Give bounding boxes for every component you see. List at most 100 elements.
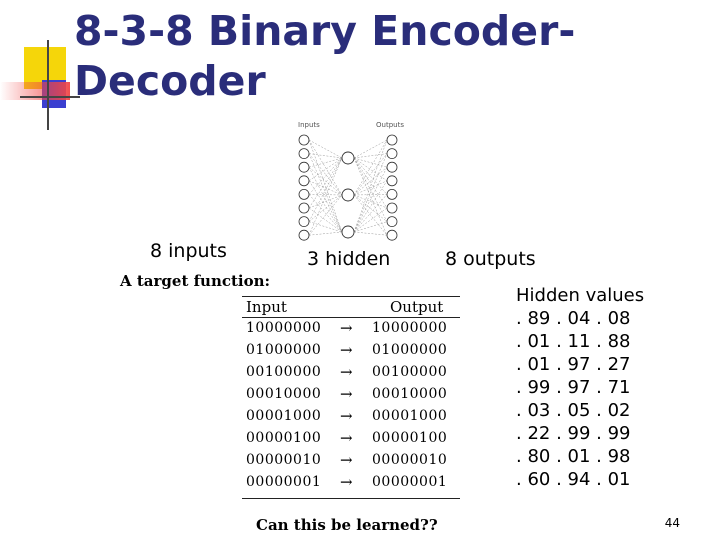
input-cell: 00001000 — [246, 408, 322, 424]
input-cell: 10000000 — [246, 320, 322, 336]
arrow-cell: → — [340, 451, 354, 469]
table-row: 00000010→00000010 — [240, 451, 462, 472]
edge-hidden-output — [353, 194, 388, 196]
edge-hidden-output — [353, 153, 388, 233]
input-cell: 00000100 — [246, 430, 322, 446]
outputs-header: Outputs — [376, 121, 404, 129]
edge-hidden-output — [353, 153, 388, 196]
hidden-values-row: . 01 . 97 . 27 — [516, 354, 631, 375]
edge-input-hidden — [308, 153, 343, 196]
edge-input-hidden — [308, 194, 343, 196]
edge-hidden-output — [353, 167, 388, 233]
input-node — [298, 202, 310, 214]
question-text: Can this be learned?? — [256, 516, 438, 534]
edge-hidden-output — [353, 194, 388, 233]
arrow-cell: → — [340, 385, 354, 403]
edge-input-hidden — [308, 157, 343, 168]
decor-red-bar — [0, 82, 70, 100]
arrow-cell: → — [340, 341, 354, 359]
edge-input-hidden — [308, 180, 343, 233]
output-node — [386, 229, 398, 241]
table-bottom-rule — [242, 498, 460, 499]
input-node — [298, 189, 310, 200]
target-function-heading: A target function: — [120, 272, 271, 290]
table-row: 00000100 → 00000100 — [240, 429, 462, 450]
arrow-cell: → — [340, 319, 354, 337]
edge-input-hidden — [308, 167, 343, 233]
table-row: 00000001→00000001 — [240, 473, 462, 494]
input-node — [298, 216, 310, 227]
edge-input-hidden — [308, 221, 343, 233]
table-row: 10000000 → 10000000 — [240, 319, 462, 340]
edge-hidden-output — [353, 153, 388, 159]
edge-input-hidden — [308, 139, 343, 233]
edge-input-hidden — [308, 153, 343, 233]
edge-hidden-output — [353, 157, 388, 209]
title-line-1: 8-3-8 Binary Encoder- — [74, 7, 576, 55]
page-title: 8-3-8 Binary Encoder- Decoder — [74, 6, 674, 106]
decor-horizontal-line — [20, 96, 80, 98]
edge-input-hidden — [308, 157, 343, 182]
table-row: 01000000 → 01000000 — [240, 341, 462, 362]
arrow-cell: → — [340, 473, 354, 491]
hidden-values-row: . 22 . 99 . 99 — [516, 423, 631, 444]
output-cell: 00000100 — [372, 430, 448, 446]
output-node — [386, 134, 398, 146]
input-node — [298, 175, 310, 187]
hidden-values-heading: Hidden values — [516, 285, 645, 306]
edge-input-hidden — [308, 157, 343, 236]
edge-hidden-output — [353, 139, 388, 159]
input-node — [298, 134, 310, 146]
edge-input-hidden — [308, 157, 343, 209]
inputs-header: Inputs — [298, 121, 320, 129]
input-cell: 00010000 — [246, 386, 322, 402]
edge-hidden-output — [353, 180, 388, 233]
output-node — [386, 189, 398, 200]
input-node — [298, 229, 310, 241]
table-row: 00010000→00010000 — [240, 385, 462, 406]
output-node — [386, 175, 398, 187]
arrow-cell: → — [340, 363, 354, 381]
hidden-values-row: . 01 . 11 . 88 — [516, 331, 631, 352]
input-cell: 01000000 — [246, 342, 322, 358]
inputs-label: 8 inputs — [150, 240, 227, 262]
input-node — [298, 161, 310, 173]
output-cell: 01000000 — [372, 342, 448, 358]
edge-hidden-output — [353, 231, 388, 236]
edge-input-hidden — [308, 194, 343, 236]
network-nodes — [298, 134, 398, 241]
table-row: 00100000→00100000 — [240, 363, 462, 384]
column-input-header: Input — [246, 298, 287, 316]
edge-input-hidden — [308, 167, 343, 196]
output-cell: 10000000 — [372, 320, 448, 336]
hidden-values-row: . 89 . 04 . 08 — [516, 308, 631, 329]
table-header-rule — [242, 317, 460, 318]
edge-input-hidden — [308, 194, 343, 233]
output-cell: 00001000 — [372, 408, 448, 424]
edge-hidden-output — [353, 157, 388, 168]
decor-vertical-line — [47, 40, 49, 130]
input-cell: 00000001 — [246, 474, 322, 490]
hidden-values-row: . 99 . 97 . 71 — [516, 377, 631, 398]
edge-hidden-output — [353, 167, 388, 196]
network-edges — [308, 139, 388, 236]
output-node — [386, 161, 398, 173]
edge-hidden-output — [353, 221, 388, 233]
edge-hidden-output — [353, 194, 388, 209]
arrow-cell: → — [340, 429, 354, 447]
edge-hidden-output — [353, 157, 388, 236]
table-row: 00001000→00001000 — [240, 407, 462, 428]
edge-hidden-output — [353, 180, 388, 196]
output-cell: 00100000 — [372, 364, 448, 380]
edge-hidden-output — [353, 157, 388, 222]
edge-input-hidden — [308, 153, 343, 159]
edge-input-hidden — [308, 139, 343, 159]
hidden-node — [341, 151, 355, 165]
edge-input-hidden — [308, 194, 343, 209]
output-cell: 00000010 — [372, 452, 448, 468]
column-output-header: Output — [390, 298, 444, 316]
output-node — [386, 202, 398, 214]
edge-input-hidden — [308, 157, 343, 195]
table-top-rule — [242, 296, 460, 297]
